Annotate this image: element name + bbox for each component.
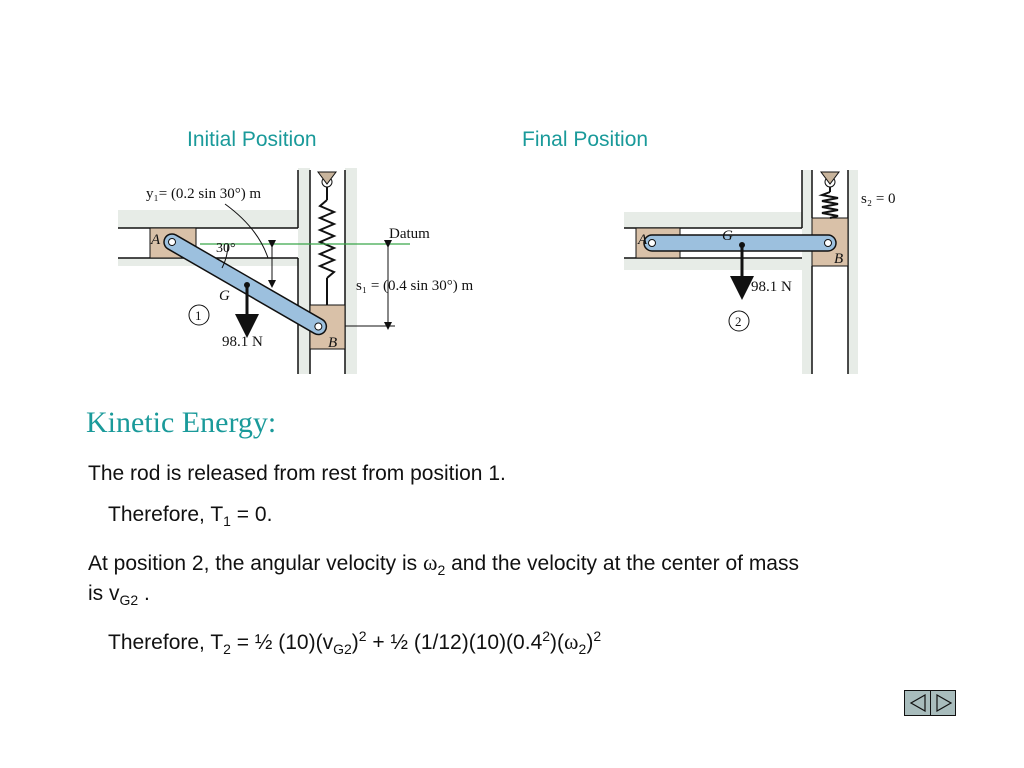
label-s2: s₂ = 0: [861, 191, 896, 207]
label-a: A: [150, 232, 161, 248]
text-line-5: Therefore, T2 = ½ (10)(vG2)2 + ½ (1/12)(…: [108, 628, 602, 658]
text-line-2: Therefore, T1 = 0.: [108, 503, 273, 530]
arrow-right-icon: [935, 694, 952, 712]
spring-initial: [317, 199, 337, 279]
slide-navigation: [904, 690, 956, 716]
next-slide-button[interactable]: [929, 691, 956, 715]
label-datum: Datum: [389, 226, 430, 242]
label-angle: 30°: [216, 241, 236, 256]
label-weight: 98.1 N: [222, 334, 263, 350]
caption-initial-position: Initial Position: [187, 128, 317, 151]
initial-diagram: y₁= (0.2 sin 30°) m 30° Datum s₁ = (0.4 …: [118, 168, 474, 374]
text-line-4: is vG2 .: [88, 582, 150, 609]
label-position-2: 2: [735, 314, 742, 329]
caption-final-position: Final Position: [522, 128, 649, 151]
label-g-final: G: [722, 228, 733, 244]
arrow-left-icon: [909, 694, 926, 712]
label-y1: y₁= (0.2 sin 30°) m: [146, 186, 261, 202]
label-position-1: 1: [195, 308, 202, 323]
label-a-final: A: [637, 232, 648, 248]
final-diagram: A G B 98.1 N 2 s₂ = 0: [624, 170, 896, 374]
upper-wall: [118, 210, 298, 228]
label-weight-final: 98.1 N: [751, 279, 792, 295]
label-b-final: B: [834, 251, 843, 267]
text-line-3: At position 2, the angular velocity is ω…: [88, 550, 799, 579]
label-b: B: [328, 335, 337, 351]
prev-slide-button[interactable]: [905, 691, 930, 715]
label-s1: s₁ = (0.4 sin 30°) m: [356, 278, 474, 294]
mechanism-figure: y₁= (0.2 sin 30°) m 30° Datum s₁ = (0.4 …: [118, 168, 896, 374]
spring-final: [818, 191, 839, 219]
heading-kinetic-energy: Kinetic Energy:: [86, 406, 277, 439]
text-line-1: The rod is released from rest from posit…: [88, 462, 506, 485]
label-g: G: [219, 288, 230, 304]
